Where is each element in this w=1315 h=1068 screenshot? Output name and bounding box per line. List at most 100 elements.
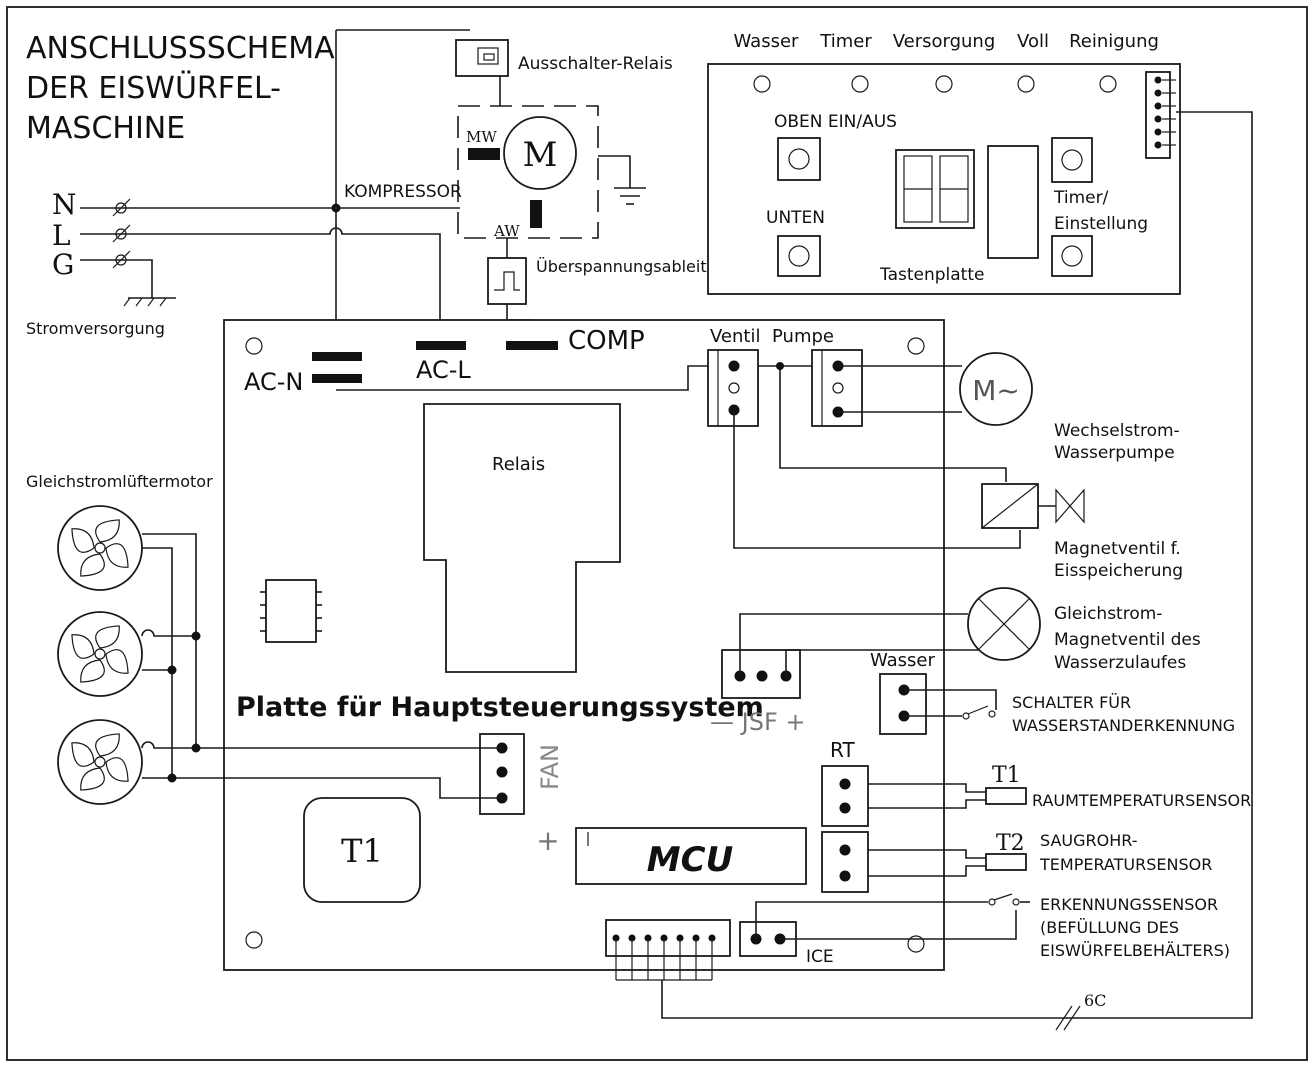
external-components: M~ Wechselstrom- Wasserpumpe Magnetventi… <box>868 352 1251 960</box>
acn-terminal-bottom <box>312 374 362 383</box>
pump-label-1: Wechselstrom- <box>1054 421 1180 441</box>
wasser-connector <box>879 673 927 735</box>
outer-frame <box>6 6 1308 1061</box>
keypad-label: Tastenplatte <box>879 265 984 285</box>
mcu-plus: + <box>536 824 559 857</box>
acn-label: AC-N <box>244 368 303 396</box>
button-down[interactable] <box>777 235 821 277</box>
diagram-title: ANSCHLUSSSCHEMA DER EISWÜRFEL- MASCHINE <box>26 31 335 146</box>
keypad-connector-pin <box>1154 102 1162 110</box>
comp-label: COMP <box>568 326 645 356</box>
led-versorgung <box>935 75 953 93</box>
keypad-connector-pin <box>1154 76 1162 84</box>
led-wasser <box>753 75 771 93</box>
acl-label: AC-L <box>416 356 471 384</box>
fan-motor-label: Gleichstromlüftermotor <box>26 472 213 491</box>
switch-relay <box>455 39 509 77</box>
surge-label: Überspannungsableiter <box>536 257 723 276</box>
title-line-1: ANSCHLUSSSCHEMA <box>26 31 335 66</box>
aw-terminal <box>530 200 542 228</box>
acn-terminal-top <box>312 352 362 361</box>
power-supply-label: Stromversorgung <box>26 319 165 338</box>
button-timer[interactable] <box>1051 137 1093 183</box>
ice-label: ICE <box>806 947 834 967</box>
comp-terminal <box>506 341 558 350</box>
keypad-connector-pin <box>1154 115 1162 123</box>
room-sensor-label: RAUMTEMPERATURSENSOR <box>1032 791 1251 810</box>
motor-symbol: M <box>523 135 558 175</box>
ice-sensor-label-1: ERKENNUNGSSENSOR <box>1040 895 1218 914</box>
relay-label: Ausschalter-Relais <box>518 54 673 74</box>
main-board: AC-N AC-L COMP Ventil Pumpe Relais P <box>223 319 1030 981</box>
led-label-voll: Voll <box>1017 31 1049 52</box>
pump-symbol: M~ <box>972 374 1020 407</box>
pump-label-2: Wasserpumpe <box>1054 443 1175 463</box>
button-down-label: UNTEN <box>766 208 825 228</box>
cable-label: 6C <box>1084 991 1106 1010</box>
button-up[interactable] <box>777 137 821 181</box>
fan-icon <box>57 719 143 805</box>
led-label-wasser: Wasser <box>734 31 800 52</box>
board-name: Platte für Hauptsteuerungssystem <box>236 692 764 723</box>
led-voll <box>1017 75 1035 93</box>
setting-label: Einstellung <box>1054 214 1148 234</box>
water-pump <box>959 352 1033 426</box>
compressor: KOMPRESSOR Ausschalter-Relais M MW AW Üb… <box>335 29 723 390</box>
mcu-chip <box>575 827 807 885</box>
compressor-motor <box>503 116 577 190</box>
suction-label-1: SAUGROHR- <box>1040 831 1138 850</box>
title-line-3: MASCHINE <box>26 111 185 146</box>
t2-connector <box>821 831 869 893</box>
rt-connector <box>821 765 869 827</box>
suction-label-2: TEMPERATURSENSOR <box>1039 855 1212 874</box>
sensor-t1-label: T1 <box>992 763 1021 788</box>
mw-label: MW <box>466 128 497 146</box>
jsf-label: — JSF + <box>710 708 805 736</box>
keypad-connector-pin <box>1154 141 1162 149</box>
led-timer <box>851 75 869 93</box>
valve-label-2: Eisspeicherung <box>1054 561 1183 581</box>
mcu-label: MCU <box>647 840 733 880</box>
button-up-label: OBEN EIN/AUS <box>774 112 897 132</box>
room-sensor <box>985 787 1027 805</box>
led-label-versorgung: Versorgung <box>893 31 996 52</box>
fan-icon <box>57 611 143 697</box>
power-l-label: L <box>52 219 71 252</box>
button-setting[interactable] <box>1051 235 1093 277</box>
power-g-label: G <box>52 248 74 281</box>
power-supply: N L G Stromversorgung <box>26 188 460 345</box>
relais-label: Relais <box>492 454 545 475</box>
mw-terminal <box>468 148 500 160</box>
valve-symbol <box>1055 488 1085 524</box>
inlet-label-3: Wasserzulaufes <box>1054 653 1186 673</box>
level-label-1: SCHALTER FÜR <box>1012 693 1131 712</box>
compressor-housing <box>457 105 599 239</box>
power-n-label: N <box>52 188 77 221</box>
keypad-connector-pin <box>1154 89 1162 97</box>
keypad-connector-pin <box>1154 128 1162 136</box>
valve-label-1: Magnetventil f. <box>1054 539 1181 559</box>
ice-sensor-label-3: EISWÜRFELBEHÄLTERS) <box>1040 941 1230 960</box>
level-label-2: WASSERSTANDERKENNUNG <box>1012 716 1235 735</box>
board-t1-label: T1 <box>341 832 383 870</box>
suction-sensor <box>985 853 1027 871</box>
aw-label: AW <box>493 222 520 240</box>
keypad-panel: Wasser Timer Versorgung Voll Reinigung O… <box>661 31 1253 1031</box>
timer-label: Timer/ <box>1053 188 1109 208</box>
title-line-2: DER EISWÜRFEL- <box>26 70 281 106</box>
inlet-label-1: Gleichstrom- <box>1054 604 1162 624</box>
acl-terminal <box>416 341 466 350</box>
board-t1 <box>303 797 421 903</box>
relay-block <box>423 403 621 673</box>
rt-label: RT <box>830 738 855 762</box>
pumpe-label: Pumpe <box>772 326 834 347</box>
wasser-connector-label: Wasser <box>870 650 936 671</box>
surge-arrester <box>487 257 527 305</box>
fan-label: FAN <box>536 744 564 790</box>
fan-icon <box>57 505 143 591</box>
ic-chip <box>265 579 317 643</box>
ice-sensor-label-2: (BEFÜLLUNG DES <box>1040 918 1179 937</box>
led-label-reinigung: Reinigung <box>1069 31 1159 52</box>
